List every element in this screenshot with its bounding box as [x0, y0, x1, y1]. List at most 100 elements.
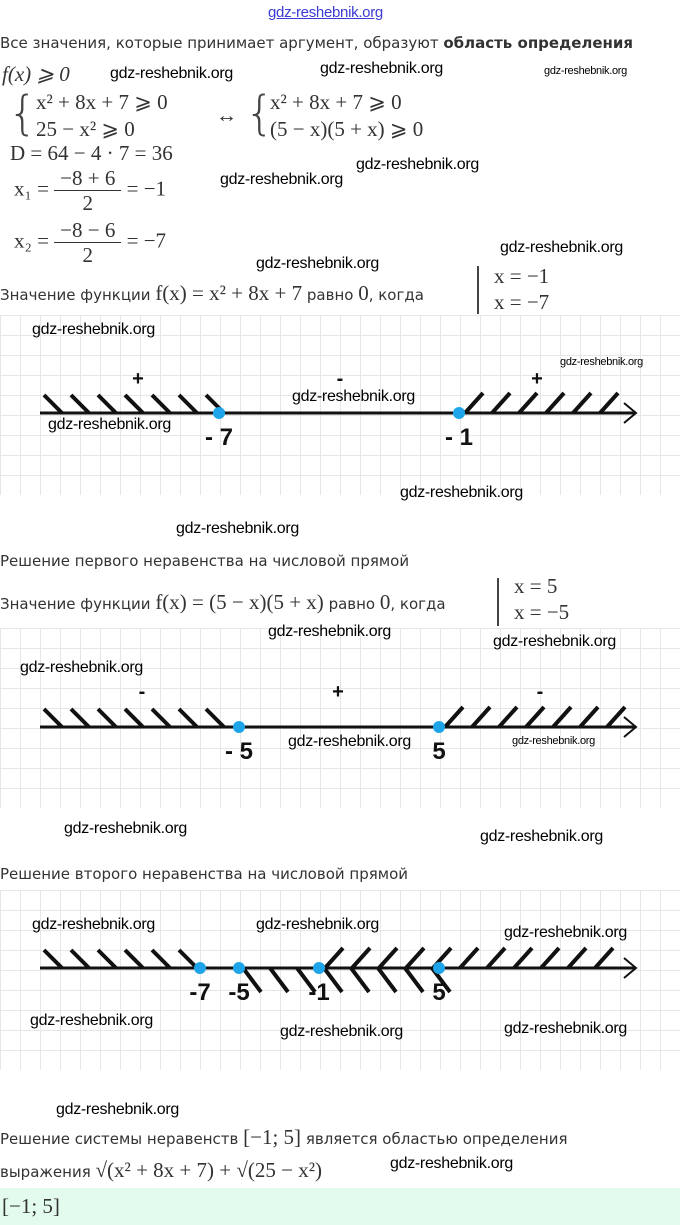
- t: Решение системы неравенств: [0, 1130, 244, 1148]
- intro-bold: область определения: [443, 34, 634, 52]
- watermark: gdz-reshebnik.org: [56, 1101, 179, 1118]
- point-marker: [453, 407, 465, 419]
- watermark: gdz-reshebnik.org: [48, 416, 171, 433]
- t: является областью определения: [301, 1130, 568, 1148]
- system2-line1: x² + 8x + 7 ⩾ 0: [270, 90, 402, 114]
- hatch-mark: [551, 705, 573, 729]
- watermark: gdz-reshebnik.org: [493, 633, 616, 650]
- t: Значение функции: [0, 595, 156, 613]
- hatch-mark: [566, 946, 588, 970]
- hatch-mark: [578, 705, 600, 729]
- x2-lhs: x₂ =: [14, 228, 49, 253]
- t: 0: [358, 281, 369, 305]
- axis-arrow-icon: [623, 402, 638, 424]
- point-label: 5: [432, 979, 445, 1006]
- hatch-mark: [443, 705, 465, 729]
- equivalence: ↔: [216, 103, 237, 127]
- t: 0: [379, 590, 391, 614]
- watermark: gdz-reshebnik.org: [320, 60, 443, 77]
- t: , когда: [368, 286, 424, 304]
- hatch-mark: [517, 391, 539, 415]
- watermark: gdz-reshebnik.org: [32, 321, 155, 338]
- x1-num: −8 + 6: [54, 166, 122, 191]
- hatch-mark: [96, 948, 118, 970]
- watermark: gdz-reshebnik.org: [64, 820, 187, 837]
- hatch-mark: [177, 393, 199, 415]
- hatch-mark: [403, 966, 425, 994]
- point-marker: [433, 962, 445, 974]
- watermark: gdz-reshebnik.org: [30, 1012, 153, 1029]
- hatch-mark: [177, 707, 199, 729]
- watermark: gdz-reshebnik.org: [504, 1020, 627, 1037]
- point-label: - 1: [445, 424, 473, 451]
- root1: x = −1: [494, 264, 550, 288]
- hatch-mark: [598, 391, 620, 415]
- root2: x = −7: [494, 290, 550, 314]
- hatch-mark: [323, 946, 345, 970]
- expr: √(x² + 8x + 7) + √(25 − x²): [95, 1158, 323, 1182]
- axis-arrow-icon: [623, 957, 638, 979]
- interval-sign: -: [337, 368, 344, 390]
- watermark: gdz-reshebnik.org: [20, 659, 143, 676]
- hatch-mark: [42, 948, 64, 970]
- point-marker: [313, 962, 325, 974]
- point-label: -1: [308, 979, 329, 1006]
- point-marker: [233, 962, 245, 974]
- x2-den: 2: [82, 243, 94, 267]
- conclusion-line1: Решение системы неравенств [−1; 5] являе…: [0, 1125, 567, 1149]
- hatch-mark: [458, 946, 480, 970]
- hatch-mark: [69, 393, 91, 415]
- hatch-mark: [593, 946, 615, 970]
- interval: [−1; 5]: [243, 1125, 302, 1149]
- caption-1: Решение первого неравенства на числовой …: [0, 552, 410, 570]
- watermark: gdz-reshebnik.org: [390, 1155, 513, 1172]
- watermark: gdz-reshebnik.org: [280, 1023, 403, 1040]
- point-label: - 7: [205, 424, 233, 451]
- watermark: gdz-reshebnik.org: [560, 356, 643, 368]
- hatch-mark: [539, 946, 561, 970]
- hatch-mark: [512, 946, 534, 970]
- hatch-mark: [123, 707, 145, 729]
- zeros2-text: Значение функции f(x) = (5 − x)(5 + x) р…: [0, 590, 446, 614]
- hatch-mark: [177, 948, 199, 970]
- hatch-mark: [350, 946, 372, 970]
- expr: f(x) = (5 − x)(5 + x): [155, 590, 324, 614]
- t: , когда: [390, 595, 446, 613]
- hatch-mark: [42, 707, 64, 729]
- condition: f(x) ⩾ 0: [2, 62, 70, 86]
- answer: [−1; 5]: [2, 1194, 60, 1218]
- discriminant: D = 64 − 4 · 7 = 36: [10, 141, 173, 165]
- hatch-mark: [150, 948, 172, 970]
- t: равно: [302, 286, 359, 304]
- intro-text: Все значения, которые принимает аргумент…: [0, 34, 633, 52]
- interval-sign: -: [537, 681, 544, 703]
- hatch-mark: [544, 391, 566, 415]
- watermark: gdz-reshebnik.org: [176, 520, 299, 537]
- expr: f(x) = x² + 8x + 7: [155, 281, 303, 305]
- hatch-mark: [123, 393, 145, 415]
- site-link[interactable]: gdz-reshebnik.org: [268, 4, 383, 21]
- point-marker: [213, 407, 225, 419]
- hatch-mark: [295, 966, 317, 994]
- x2-result: = −7: [126, 228, 167, 253]
- point-label: -7: [189, 979, 210, 1006]
- point-marker: [433, 721, 445, 733]
- hatch-mark: [463, 391, 485, 415]
- brace: {: [245, 86, 275, 140]
- watermark: gdz-reshebnik.org: [480, 828, 603, 845]
- hatch-mark: [376, 966, 398, 994]
- hatch-mark: [485, 946, 507, 970]
- watermark: gdz-reshebnik.org: [110, 65, 233, 82]
- point-label: -5: [228, 979, 249, 1006]
- point-marker: [233, 721, 245, 733]
- t: равно: [323, 595, 380, 613]
- watermark: gdz-reshebnik.org: [400, 484, 523, 501]
- t: выражения: [0, 1163, 96, 1181]
- zeros1-text: Значение функции f(x) = x² + 8x + 7 равн…: [0, 281, 424, 305]
- hatch-mark: [497, 705, 519, 729]
- t: Значение функции: [0, 286, 156, 304]
